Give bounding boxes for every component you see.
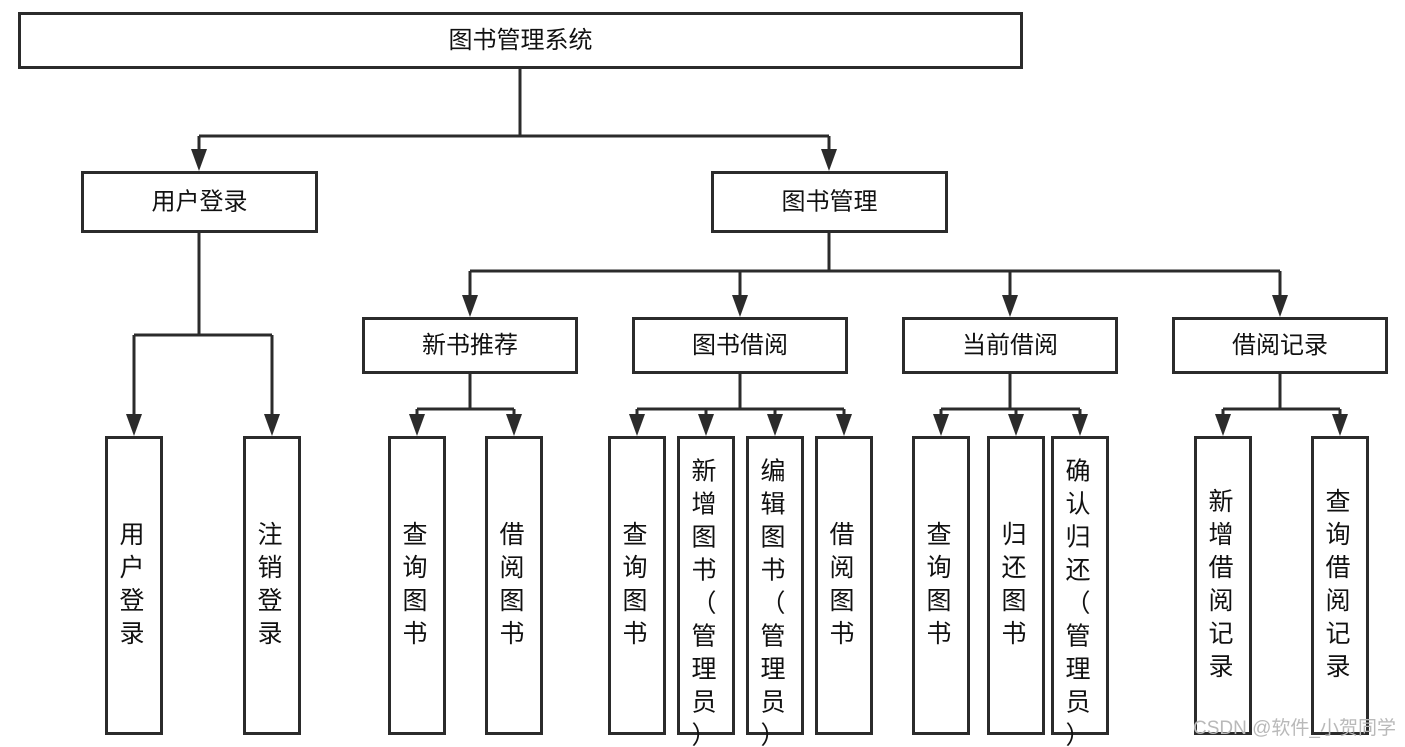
node-box-leaf-query-record[interactable] [1311,436,1369,735]
node-label-current-borrow: 当前借阅 [962,332,1058,359]
node-label-leaf-query-book-2: 查询图书 [622,521,651,648]
node-label-leaf-confirm-return: 确认归还（管理员） [1065,457,1094,747]
node-label-root: 图书管理系统 [449,27,593,54]
node-leaf-add-book[interactable]: 新增图书（管理员） [677,436,735,747]
arrow-head-icon [836,414,852,436]
node-current-borrow[interactable]: 当前借阅 [902,317,1118,374]
arrow-head-icon [933,414,949,436]
node-label-user-login: 用户登录 [152,188,248,215]
node-leaf-query-book-3[interactable]: 查询图书 [912,436,970,735]
arrow-head-icon [264,414,280,436]
node-label-leaf-edit-book: 编辑图书（管理员） [760,457,789,747]
connector-group-new-book-rec [409,374,522,436]
node-box-book-manage[interactable] [711,171,948,233]
node-label-leaf-query-record: 查询借阅记录 [1325,488,1354,681]
arrow-head-icon [698,414,714,436]
node-box-new-book-rec[interactable] [362,317,578,374]
node-box-leaf-edit-book[interactable] [746,436,804,735]
node-box-leaf-user-login[interactable] [105,436,163,735]
node-book-manage[interactable]: 图书管理 [711,171,948,233]
node-box-book-borrow[interactable] [632,317,848,374]
node-leaf-edit-book[interactable]: 编辑图书（管理员） [746,436,804,747]
node-label-new-book-rec: 新书推荐 [422,332,518,359]
arrow-head-icon [506,414,522,436]
node-leaf-logout[interactable]: 注销登录 [243,436,301,735]
connector-group-root [191,69,837,171]
node-label-leaf-logout: 注销登录 [257,521,286,648]
node-root[interactable]: 图书管理系统 [18,12,1023,69]
arrow-head-icon [767,414,783,436]
node-box-leaf-borrow-book-2[interactable] [815,436,873,735]
node-label-book-manage: 图书管理 [782,188,878,215]
node-box-leaf-logout[interactable] [243,436,301,735]
arrow-head-icon [126,414,142,436]
node-leaf-confirm-return[interactable]: 确认归还（管理员） [1051,436,1109,747]
node-box-leaf-query-book-1[interactable] [388,436,446,735]
arrow-head-icon [1332,414,1348,436]
node-leaf-add-record[interactable]: 新增借阅记录 [1194,436,1252,735]
node-new-book-rec[interactable]: 新书推荐 [362,317,578,374]
node-box-leaf-confirm-return[interactable] [1051,436,1109,735]
arrow-head-icon [1002,295,1018,317]
csdn-watermark: CSDN @软件_小贺同学 [1193,717,1396,739]
node-box-current-borrow[interactable] [902,317,1118,374]
connector-layer [126,69,1348,436]
arrow-head-icon [1272,295,1288,317]
node-label-leaf-borrow-book-1: 借阅图书 [499,521,528,648]
node-user-login[interactable]: 用户登录 [81,171,318,233]
arrow-head-icon [629,414,645,436]
node-box-leaf-query-book-2[interactable] [608,436,666,735]
arrow-head-icon [191,149,207,171]
node-leaf-borrow-book-1[interactable]: 借阅图书 [485,436,543,735]
node-book-borrow[interactable]: 图书借阅 [632,317,848,374]
node-box-leaf-query-book-3[interactable] [912,436,970,735]
node-leaf-query-record[interactable]: 查询借阅记录 [1311,436,1369,735]
node-label-leaf-add-book: 新增图书（管理员） [691,457,720,747]
node-label-leaf-query-book-1: 查询图书 [402,521,431,648]
node-label-leaf-query-book-3: 查询图书 [926,521,955,648]
node-label-leaf-return-book: 归还图书 [1001,521,1030,648]
node-leaf-query-book-1[interactable]: 查询图书 [388,436,446,735]
arrow-head-icon [409,414,425,436]
arrow-head-icon [462,295,478,317]
node-box-leaf-borrow-book-1[interactable] [485,436,543,735]
node-box-root[interactable] [18,12,1023,69]
connector-group-book-manage [462,233,1288,317]
arrow-head-icon [732,295,748,317]
node-box-borrow-record[interactable] [1172,317,1388,374]
node-box-leaf-add-record[interactable] [1194,436,1252,735]
node-leaf-query-book-2[interactable]: 查询图书 [608,436,666,735]
node-label-leaf-borrow-book-2: 借阅图书 [829,521,858,648]
arrow-head-icon [1215,414,1231,436]
node-leaf-borrow-book-2[interactable]: 借阅图书 [815,436,873,735]
node-box-leaf-add-book[interactable] [677,436,735,735]
arrow-head-icon [1008,414,1024,436]
connector-group-borrow-record [1215,374,1348,436]
node-box-user-login[interactable] [81,171,318,233]
connector-group-user-login [126,233,280,436]
node-label-book-borrow: 图书借阅 [692,332,788,359]
node-leaf-user-login[interactable]: 用户登录 [105,436,163,735]
connector-group-current-borrow [933,374,1088,436]
node-layer: 图书管理系统用户登录图书管理新书推荐图书借阅当前借阅借阅记录用户登录注销登录查询… [18,12,1388,747]
node-borrow-record[interactable]: 借阅记录 [1172,317,1388,374]
node-label-borrow-record: 借阅记录 [1232,332,1328,359]
node-label-leaf-user-login: 用户登录 [119,521,148,648]
arrow-head-icon [821,149,837,171]
node-leaf-return-book[interactable]: 归还图书 [987,436,1045,735]
node-label-leaf-add-record: 新增借阅记录 [1208,488,1237,681]
node-box-leaf-return-book[interactable] [987,436,1045,735]
arrow-head-icon [1072,414,1088,436]
connector-group-book-borrow [629,374,852,436]
